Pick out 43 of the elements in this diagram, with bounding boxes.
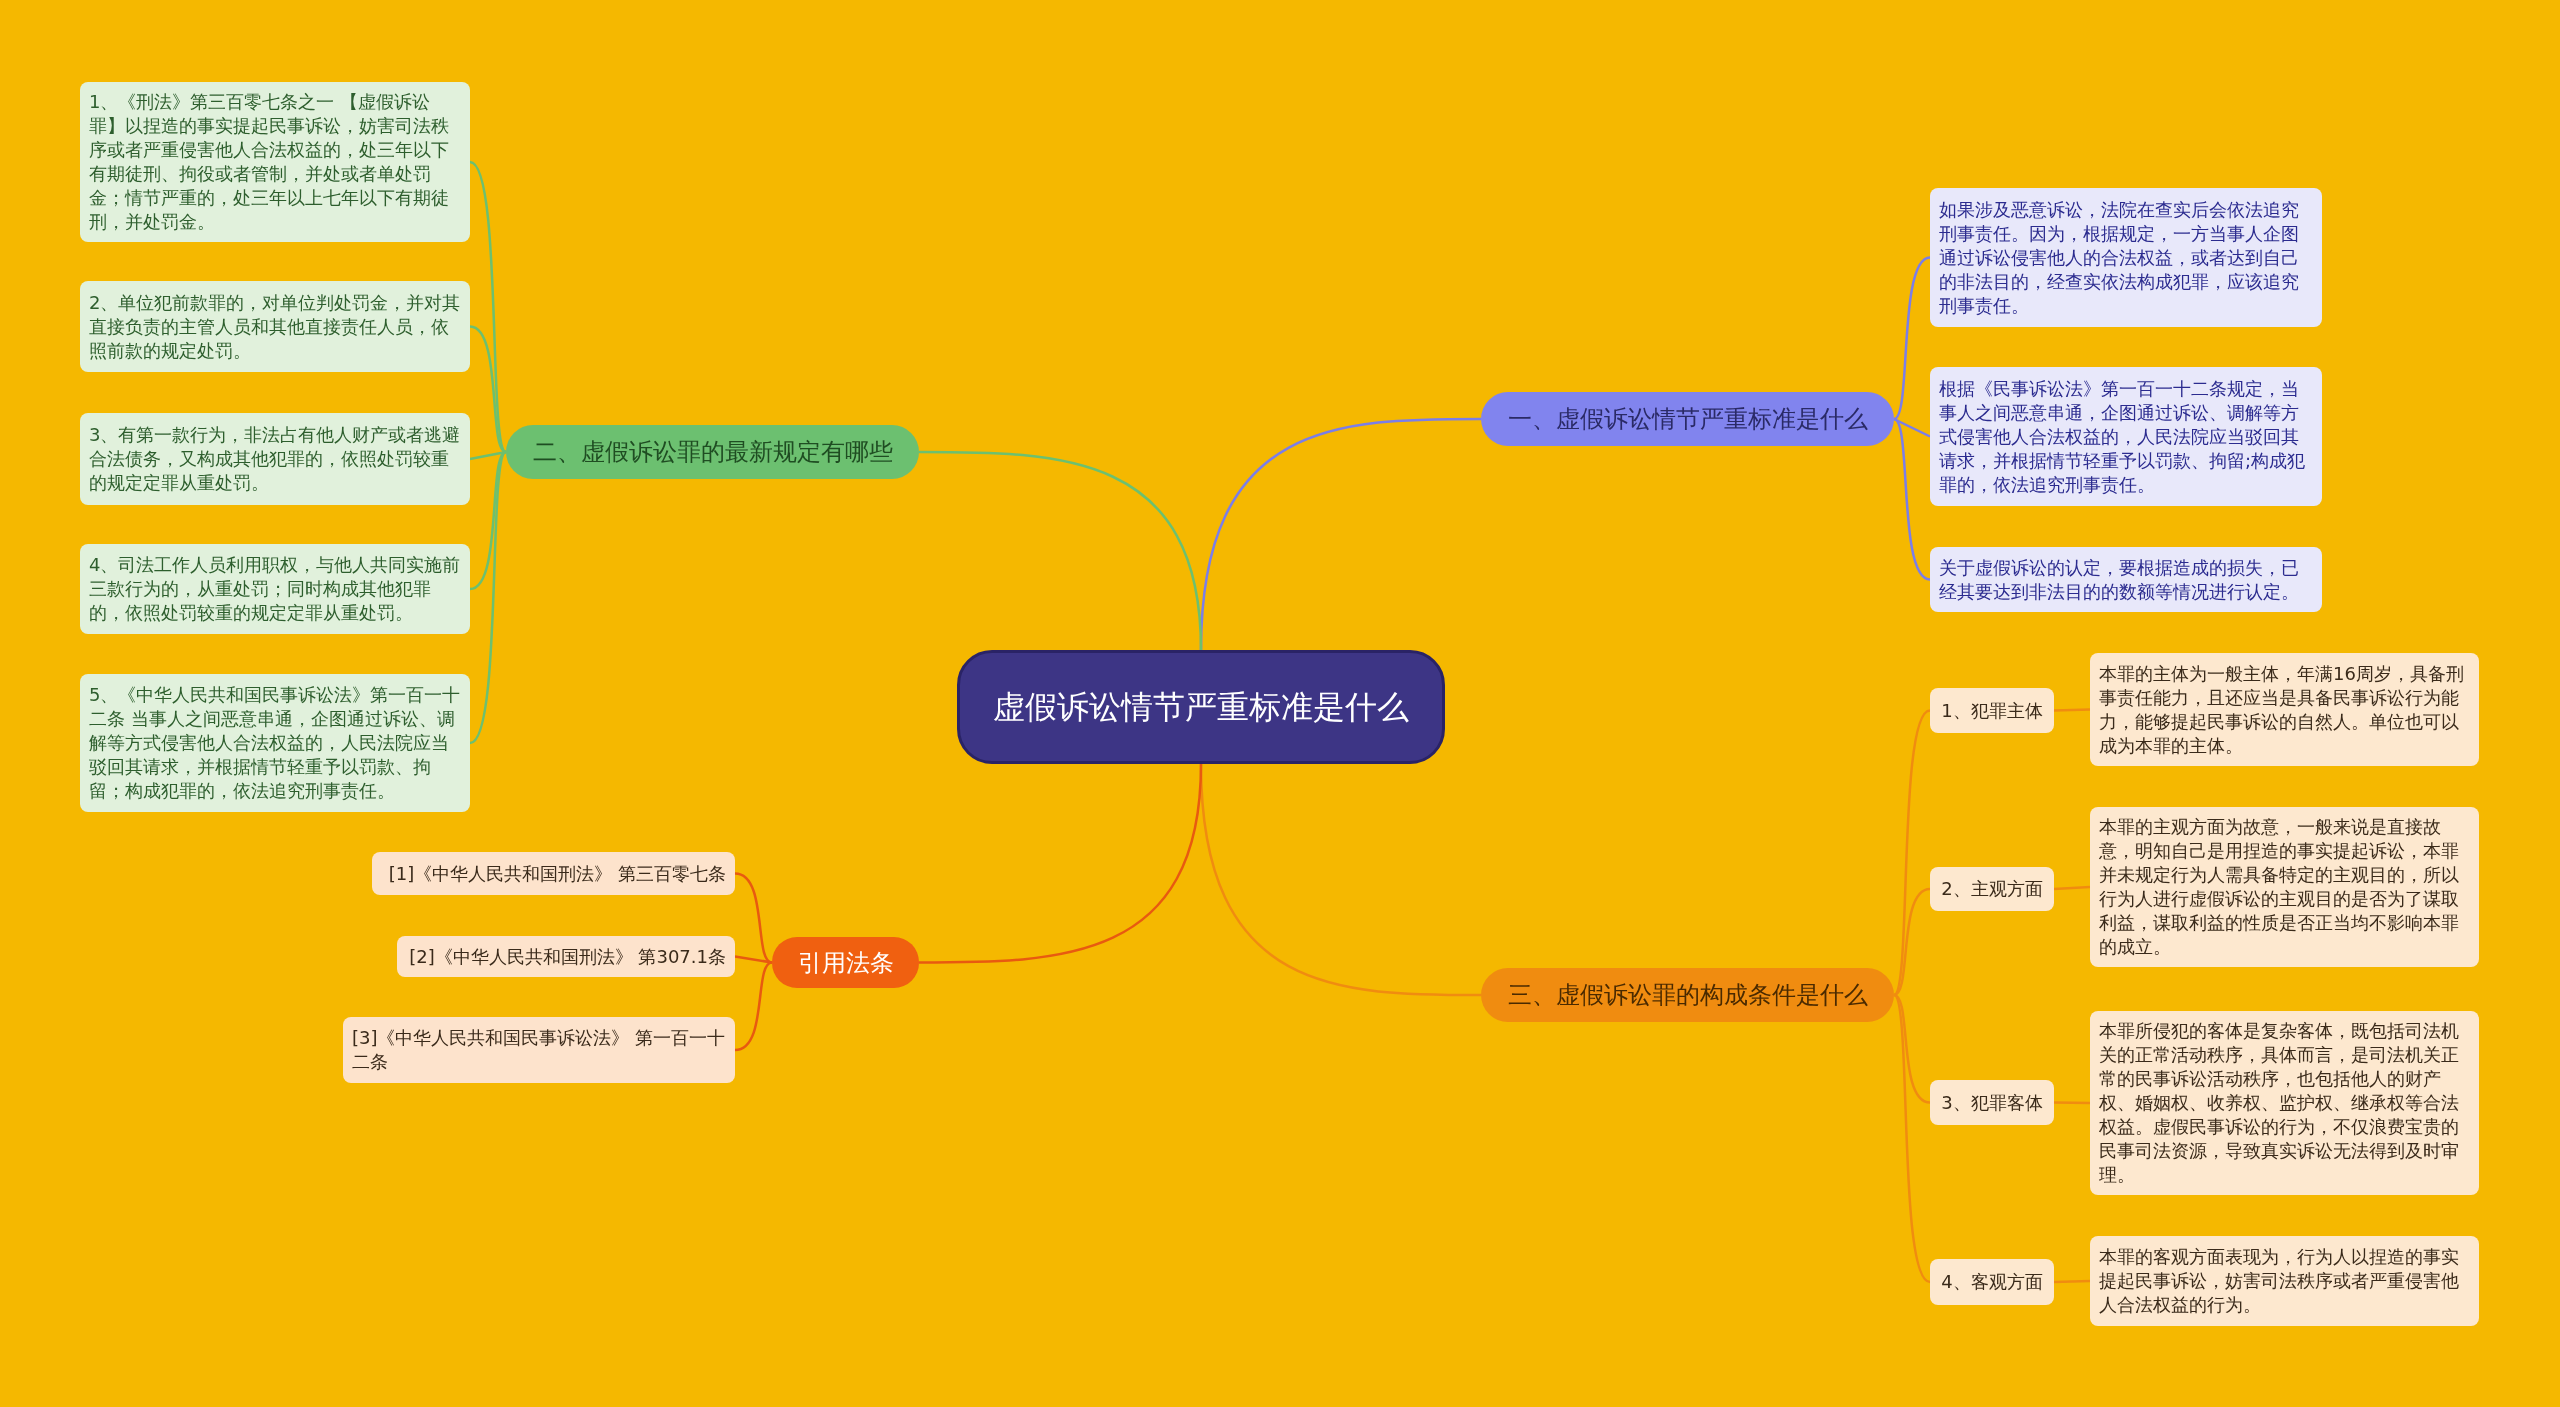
connector-line [1893, 256, 1931, 420]
note-box: 本罪所侵犯的客体是复杂客体，既包括司法机关的正常活动秩序，具体而言，是司法机关正常的民事诉讼活动秩序，也包括他人的财产权、婚姻权、收养权、监护权、继承权等合法权益。虚假民事诉讼的行为，不仅浪费宝贵的民事司法资源，导致真实诉讼无法得到及时审理。 [2090, 1011, 2479, 1195]
note-box: 本罪的主观方面为故意，一般来说是直接故意，明知自己是用捏造的事实提起诉讼，本罪并未规定行为人需具备特定的主观目的，所以行为人进行虚假诉讼的主观目的是否为了谋取利益，谋取利益的性质是否正当均不影响本罪的成立。 [2090, 807, 2479, 967]
connector-line [1893, 418, 1931, 581]
connector-line [734, 955, 773, 964]
central-topic: 虚假诉讼情节严重标准是什么 [957, 650, 1445, 764]
connector-line [1893, 887, 1931, 997]
reference-box: [2]《中华人民共和国刑法》 第307.1条 [397, 936, 735, 977]
branch-topic: 一、虚假诉讼情节严重标准是什么 [1481, 392, 1894, 446]
branch-topic: 二、虚假诉讼罪的最新规定有哪些 [506, 425, 919, 479]
connector-line [919, 763, 1203, 964]
note-box: 本罪的主体为一般主体，年满16周岁，具备刑事责任能力，且还应当是具备民事诉讼行为能力，能够提起民事诉讼的自然人。单位也可以成为本罪的主体。 [2090, 653, 2479, 766]
branch-topic: 引用法条 [772, 937, 919, 988]
note-box: 4、司法工作人员利用职权，与他人共同实施前三款行为的，从重处罚；同时构成其他犯罪的，依照处罚较重的规定定罪从重处罚。 [80, 544, 470, 634]
note-box: 根据《民事诉讼法》第一百一十二条规定，当事人之间恶意串通，企图通过诉讼、调解等方式侵害他人合法权益的，人民法院应当驳回其请求，并根据情节轻重予以罚款、拘留;构成犯罪的，依法追究刑事责任。 [1930, 367, 2322, 506]
connector-line [2053, 885, 2091, 891]
subtopic-box: 4、客观方面 [1930, 1259, 2054, 1305]
connector-line [469, 451, 508, 744]
connector-line [1892, 994, 1931, 1283]
connector-line [734, 961, 773, 1052]
branch-topic: 三、虚假诉讼罪的构成条件是什么 [1481, 968, 1894, 1022]
connector-line [919, 450, 1203, 651]
connector-line [2053, 1279, 2091, 1284]
note-box: 1、《刑法》第三百零七条之一 【虚假诉讼罪】以捏造的事实提起民事诉讼，妨害司法秩序或者严重侵害他人合法权益的，处三年以下有期徒刑、拘役或者管制，并处或者单处罚金；情节严重的，处三年以上七年以下有期徒刑，并处罚金。 [80, 82, 470, 242]
connector-line [2053, 708, 2091, 712]
connector-line [1893, 417, 1931, 438]
connector-line [2054, 1101, 2090, 1105]
connector-line [1892, 709, 1931, 996]
reference-box: [1]《中华人民共和国刑法》 第三百零七条 [372, 852, 735, 895]
subtopic-box: 2、主观方面 [1930, 867, 2054, 911]
note-box: 关于虚假诉讼的认定，要根据造成的损失，已经其要达到非法目的的数额等情况进行认定。 [1930, 547, 2322, 612]
note-box: 2、单位犯前款罪的，对单位判处罚金，并对其直接负责的主管人员和其他直接责任人员，依照前款的规定处罚。 [80, 281, 470, 372]
note-box: 本罪的客观方面表现为，行为人以捏造的事实提起民事诉讼，妨害司法秩序或者严重侵害他人合法权益的行为。 [2090, 1236, 2479, 1326]
note-box: 3、有第一款行为，非法占有他人财产或者逃避合法债务，又构成其他犯罪的，依照处罚较重的规定定罪从重处罚。 [80, 413, 470, 505]
connector-line [734, 872, 773, 964]
reference-box: [3]《中华人民共和国民事诉讼法》 第一百一十二条 [343, 1017, 735, 1083]
connector-line [469, 325, 507, 454]
connector-line [1893, 993, 1931, 1104]
subtopic-box: 1、犯罪主体 [1930, 688, 2054, 733]
connector-line [469, 161, 508, 453]
note-box: 如果涉及恶意诉讼，法院在查实后会依法追究刑事责任。因为，根据规定，一方当事人企图通过诉讼侵害他人的合法权益，或者达到自己的非法目的，经查实依法构成犯罪，应该追究刑事责任。 [1930, 188, 2322, 327]
note-box: 5、《中华人民共和国民事诉讼法》第一百一十二条 当事人之间恶意串通，企图通过诉讼、调解等方式侵害他人合法权益的，人民法院应当驳回其请求，并根据情节轻重予以罚款、拘留；构成犯罪的，依法追究刑事责任。 [80, 674, 470, 812]
subtopic-box: 3、犯罪客体 [1930, 1080, 2054, 1125]
